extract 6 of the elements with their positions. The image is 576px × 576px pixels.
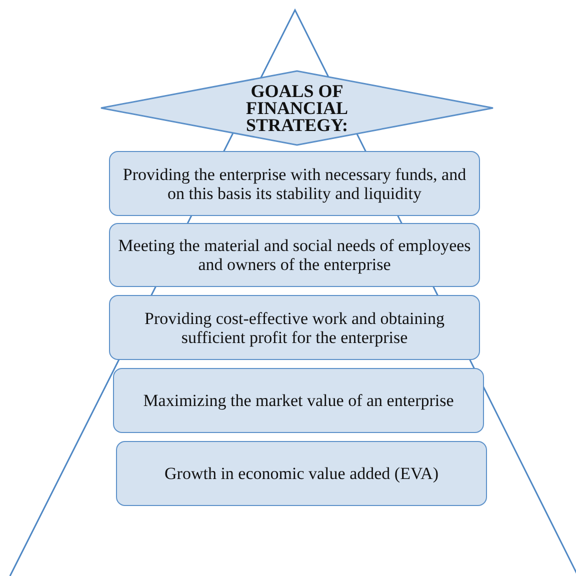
goal-box: Providing cost-effective work and obtaining sufficient profit for the enterprise — [109, 295, 480, 360]
diagram-heading: GOALS OF FINANCIAL STRATEGY: — [244, 82, 350, 134]
goal-box: Meeting the material and social needs of employees and owners of the enterprise — [109, 223, 480, 287]
goal-box: Providing the enterprise with necessary funds, and on this basis its stability and liquidity — [109, 151, 480, 216]
goal-box: Growth in economic value added (EVA) — [116, 441, 487, 506]
goal-box: Maximizing the market value of an enterprise — [113, 368, 484, 433]
